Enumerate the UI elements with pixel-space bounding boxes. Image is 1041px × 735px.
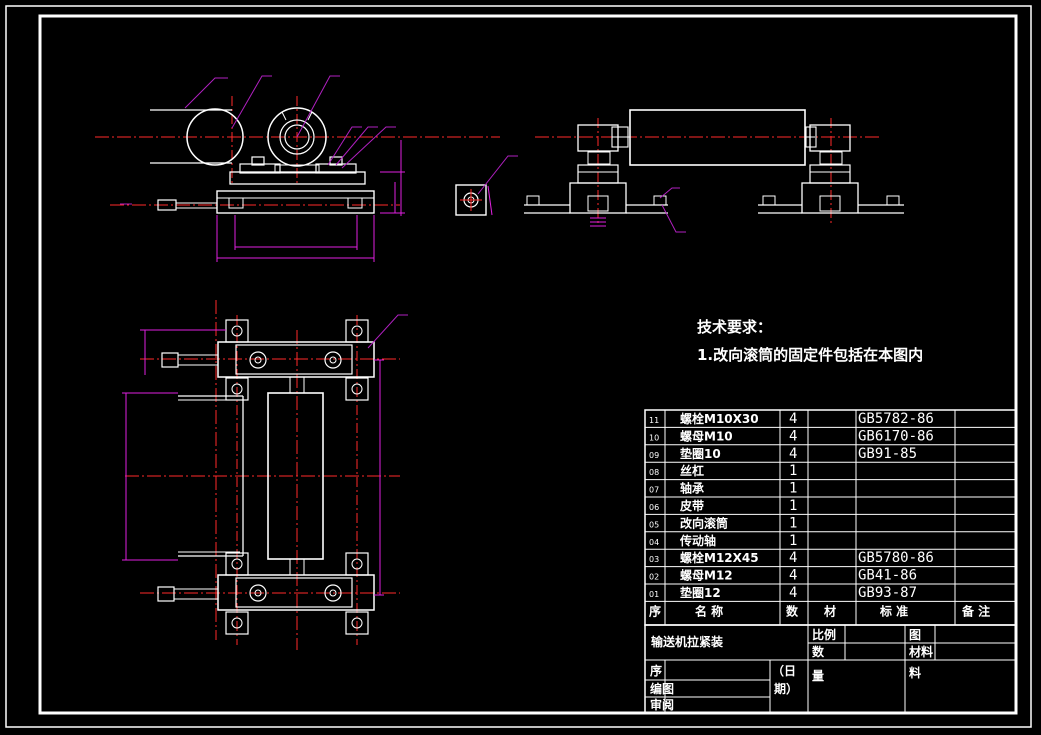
header-material: 材 bbox=[823, 603, 836, 618]
part-no: 11 bbox=[649, 416, 659, 425]
inner-frame bbox=[38, 14, 1018, 715]
part-qty: 1 bbox=[789, 533, 797, 549]
part-no: 05 bbox=[649, 520, 659, 529]
approved-label: 审阅 bbox=[650, 697, 674, 712]
part-no: 03 bbox=[649, 555, 659, 564]
part-qty: 4 bbox=[789, 428, 797, 444]
part-name: 丝杠 bbox=[680, 463, 704, 478]
part-standard: GB41-86 bbox=[858, 568, 917, 584]
plan-view bbox=[122, 300, 408, 650]
outer-frame bbox=[5, 5, 1032, 728]
header-qty: 数 bbox=[786, 603, 799, 618]
part-qty: 4 bbox=[789, 568, 797, 584]
title-block: 输送机拉紧装 比例 数 图 材料 量 料 序 编图 审阅 （日 期） bbox=[644, 624, 1017, 714]
part-name: 传动轴 bbox=[679, 533, 716, 548]
part-qty: 1 bbox=[789, 498, 797, 514]
header-no: 序 bbox=[649, 603, 661, 618]
part-standard: GB6170-86 bbox=[858, 428, 934, 444]
header-standard: 标 准 bbox=[879, 603, 908, 618]
part-standard: GB91-85 bbox=[858, 446, 917, 462]
part-no: 04 bbox=[649, 538, 659, 547]
part-name: 轴承 bbox=[680, 481, 704, 496]
date-label: （日 bbox=[772, 663, 796, 678]
part-name: 螺栓M10X30 bbox=[680, 411, 759, 426]
part-name: 垫圈12 bbox=[680, 585, 721, 600]
drawing-title: 输送机拉紧装 bbox=[651, 634, 723, 649]
part-no: 08 bbox=[649, 468, 659, 477]
header-name: 名 称 bbox=[695, 603, 723, 618]
material-label: 材料 bbox=[908, 644, 933, 659]
part-standard: GB93-87 bbox=[858, 585, 917, 601]
date-label-2: 期） bbox=[774, 681, 798, 696]
weight-label: 量 bbox=[812, 669, 824, 683]
front-view bbox=[95, 75, 500, 262]
tech-req-heading: 技术要求： bbox=[697, 318, 772, 336]
mass-label: 料 bbox=[909, 665, 921, 680]
part-qty: 1 bbox=[789, 515, 797, 531]
section-view bbox=[455, 155, 518, 216]
part-name: 垫圈10 bbox=[680, 446, 721, 461]
drawn-label: 序 bbox=[650, 663, 662, 678]
part-qty: 4 bbox=[789, 411, 797, 427]
part-name: 改向滚筒 bbox=[680, 515, 728, 530]
part-no: 10 bbox=[649, 433, 659, 442]
part-no: 09 bbox=[649, 451, 659, 460]
part-name: 螺母M10 bbox=[680, 428, 733, 443]
part-qty: 4 bbox=[789, 446, 797, 462]
sheet-label: 图 bbox=[909, 628, 921, 642]
part-qty: 4 bbox=[789, 585, 797, 601]
part-qty: 4 bbox=[789, 550, 797, 566]
part-standard: GB5782-86 bbox=[858, 411, 934, 427]
part-name: 螺母M12 bbox=[680, 568, 733, 583]
qty-label: 数 bbox=[812, 644, 825, 659]
part-name: 螺栓M12X45 bbox=[680, 550, 759, 565]
part-standard: GB5780-86 bbox=[858, 550, 934, 566]
part-no: 07 bbox=[649, 486, 659, 495]
part-name: 皮带 bbox=[679, 498, 704, 513]
part-qty: 1 bbox=[789, 463, 797, 479]
part-no: 06 bbox=[649, 503, 659, 512]
header-remark: 备 注 bbox=[961, 603, 990, 618]
part-no: 01 bbox=[649, 590, 659, 599]
side-view bbox=[524, 109, 904, 233]
checked-label: 编图 bbox=[649, 681, 674, 696]
part-no: 02 bbox=[649, 573, 659, 582]
part-qty: 1 bbox=[789, 481, 797, 497]
scale-label: 比例 bbox=[812, 627, 836, 642]
tech-req-item-1: 1.改向滚筒的固定件包括在本图内 bbox=[697, 346, 923, 364]
